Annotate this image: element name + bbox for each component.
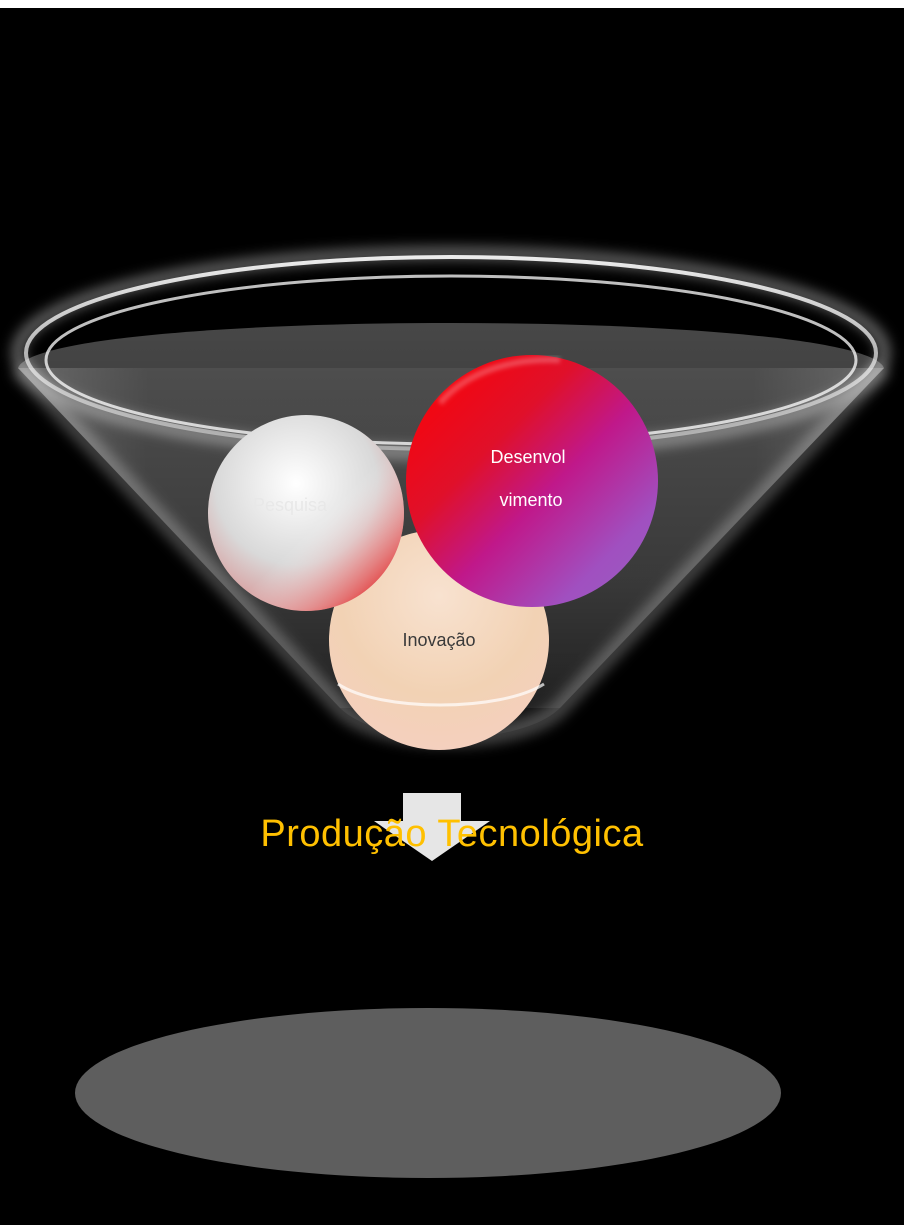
result-label: Produção Tecnológica bbox=[260, 813, 644, 855]
slide-background: Inovação Pesquisa Desenvol vimento Produ… bbox=[0, 8, 904, 1225]
base-ellipse bbox=[75, 1008, 781, 1178]
desenvolvimento-label-line1: Desenvol bbox=[490, 447, 565, 467]
circle-desenvolvimento: Desenvol vimento bbox=[406, 355, 658, 607]
desenvolvimento-sphere bbox=[406, 355, 658, 607]
pesquisa-tint bbox=[208, 415, 404, 611]
pesquisa-label: Pesquisa bbox=[253, 495, 328, 515]
down-arrow-icon bbox=[374, 793, 490, 861]
inovacao-label: Inovação bbox=[402, 630, 475, 650]
circle-pesquisa: Pesquisa bbox=[208, 415, 404, 611]
desenvolvimento-highlight bbox=[437, 356, 561, 405]
desenvolvimento-label-line2: vimento bbox=[499, 490, 562, 510]
funnel-diagram: Inovação Pesquisa Desenvol vimento bbox=[11, 246, 891, 1178]
inovacao-highlight bbox=[337, 682, 545, 707]
